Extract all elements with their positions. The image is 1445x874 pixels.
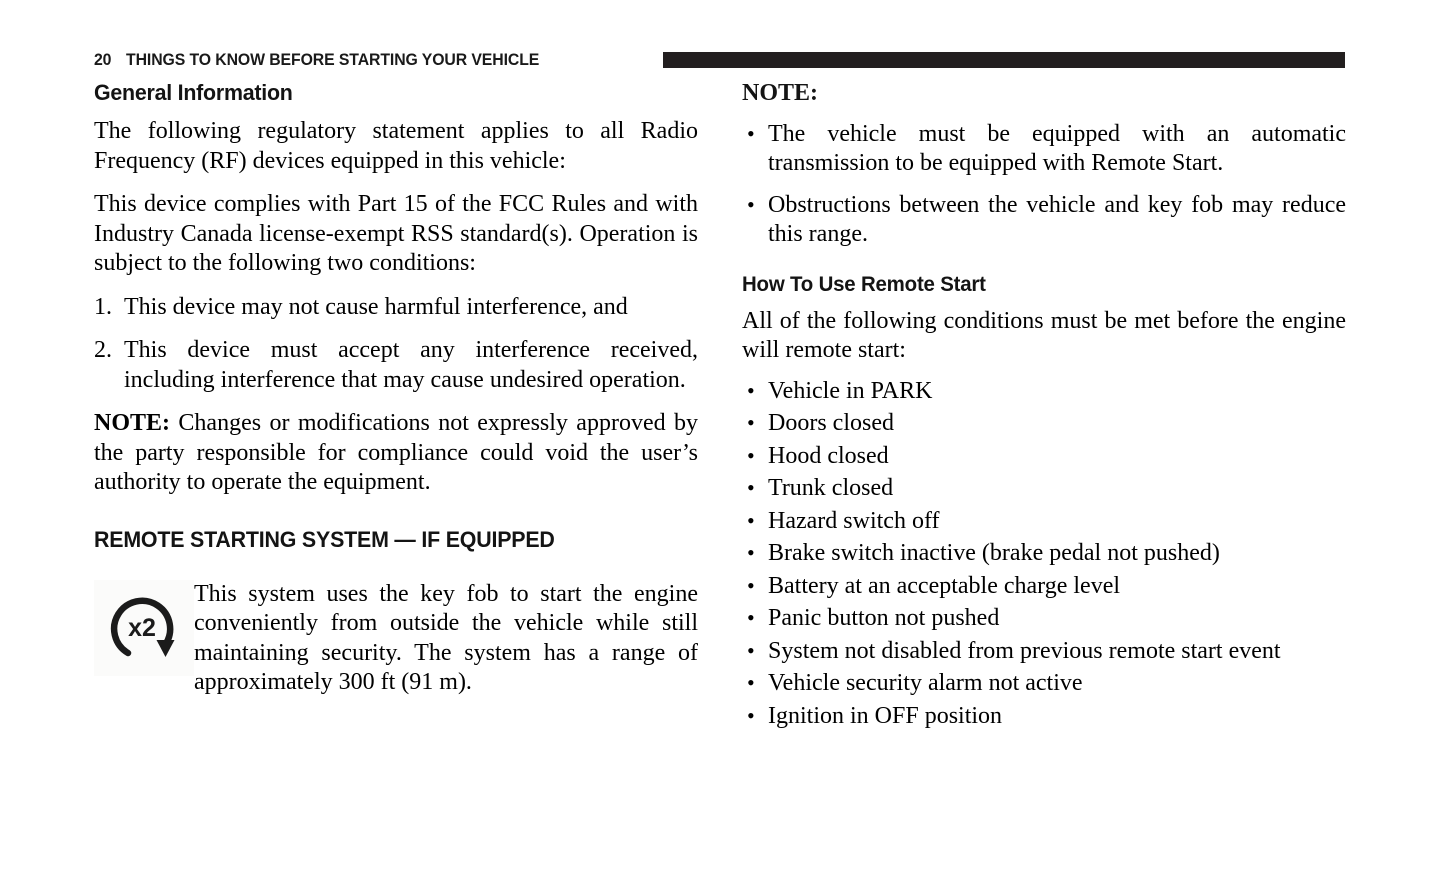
paragraph-remote-start-description: This system uses the key fob to start th… (194, 580, 698, 696)
list-item: • Brake switch inactive (brake pedal not… (742, 539, 1346, 569)
note-body-text: Changes or modifications not expressly a… (94, 410, 698, 496)
list-item-text: Ignition in OFF position (768, 702, 1003, 729)
paragraph-remote-start-conditions: All of the following conditions must be … (742, 307, 1346, 364)
list-item: • System not disabled from previous remo… (742, 637, 1346, 667)
heading-general-information: General Information (94, 80, 293, 105)
bullet-icon: • (747, 637, 755, 663)
paragraph-fcc-compliance: This device complies with Part 15 of the… (94, 191, 698, 277)
remote-start-x2-icon: x2 (94, 579, 194, 676)
list-item: • Vehicle security alarm not active (742, 669, 1346, 699)
right-column: NOTE: • The vehicle must be equipped wit… (742, 80, 1346, 734)
bullet-icon: • (747, 475, 755, 501)
paragraph-regulatory-statement: The following regulatory statement appli… (94, 118, 698, 174)
list-item: 1. This device may not cause harmful int… (94, 293, 698, 323)
list-item: • The vehicle must be equipped with an a… (742, 120, 1346, 179)
bullet-icon: • (747, 191, 755, 217)
list-item: • Obstructions between the vehicle and k… (742, 191, 1346, 250)
bullet-icon: • (747, 410, 755, 436)
bullet-icon: • (747, 572, 755, 598)
heading-note: NOTE: (742, 80, 819, 106)
bullet-icon: • (747, 507, 755, 533)
list-item: • Vehicle in PARK (742, 377, 1346, 407)
fcc-conditions-list: 1. This device may not cause harmful int… (94, 293, 698, 396)
list-item: • Ignition in OFF position (742, 702, 1346, 732)
icon-x2-label: x2 (128, 614, 156, 642)
list-item-number: 1. (94, 293, 112, 320)
list-item-text: Doors closed (768, 410, 894, 437)
left-column: General Information The following regula… (94, 80, 698, 698)
header-rule-bar (663, 52, 1345, 68)
list-item-text: Trunk closed (768, 475, 894, 502)
bullet-icon: • (747, 605, 755, 631)
list-item: • Hazard switch off (742, 507, 1346, 537)
list-item: • Doors closed (742, 409, 1346, 439)
paragraph-note-modifications: NOTE: Changes or modifications not expre… (94, 409, 698, 498)
list-item-number: 2. (94, 337, 112, 364)
remote-start-conditions-list: • Vehicle in PARK • Doors closed • Hood … (742, 377, 1346, 732)
bullet-icon: • (747, 377, 755, 403)
bullet-icon: • (747, 442, 755, 468)
list-item: • Hood closed (742, 442, 1346, 472)
remote-start-icon-block: x2 This system uses the key fob to start… (94, 578, 698, 698)
list-item-text: System not disabled from previous remote… (768, 637, 1281, 664)
bullet-icon: • (747, 540, 755, 566)
list-item: • Panic button not pushed (742, 604, 1346, 634)
list-item-text: Panic button not pushed (768, 605, 1000, 632)
note-label: NOTE: (94, 410, 171, 437)
list-item-text: Hood closed (768, 442, 889, 469)
list-item: 2. This device must accept any interfere… (94, 336, 698, 395)
list-item-text: This device may not cause harmful interf… (124, 293, 628, 320)
heading-remote-starting-system: REMOTE STARTING SYSTEM — IF EQUIPPED (94, 526, 555, 552)
list-item-text: The vehicle must be equipped with an aut… (768, 120, 1346, 177)
list-item-text: Hazard switch off (768, 507, 940, 534)
bullet-icon: • (747, 670, 755, 696)
note-bullet-list: • The vehicle must be equipped with an a… (742, 120, 1346, 250)
page-number: 20 (94, 50, 112, 69)
list-item: • Trunk closed (742, 474, 1346, 504)
bullet-icon: • (747, 120, 755, 146)
list-item-text: Obstructions between the vehicle and key… (768, 191, 1346, 248)
running-header-title: THINGS TO KNOW BEFORE STARTING YOUR VEHI… (125, 50, 539, 69)
heading-how-to-use-remote-start: How To Use Remote Start (742, 271, 986, 296)
list-item: • Battery at an acceptable charge level (742, 572, 1346, 602)
list-item-text: This device must accept any interference… (124, 337, 698, 393)
running-header: 20 THINGS TO KNOW BEFORE STARTING YOUR V… (94, 48, 1345, 72)
list-item-text: Vehicle in PARK (768, 377, 933, 404)
bullet-icon: • (747, 702, 755, 728)
list-item-text: Brake switch inactive (brake pedal not p… (768, 540, 1220, 567)
list-item-text: Battery at an acceptable charge level (768, 572, 1121, 599)
list-item-text: Vehicle security alarm not active (768, 670, 1083, 697)
